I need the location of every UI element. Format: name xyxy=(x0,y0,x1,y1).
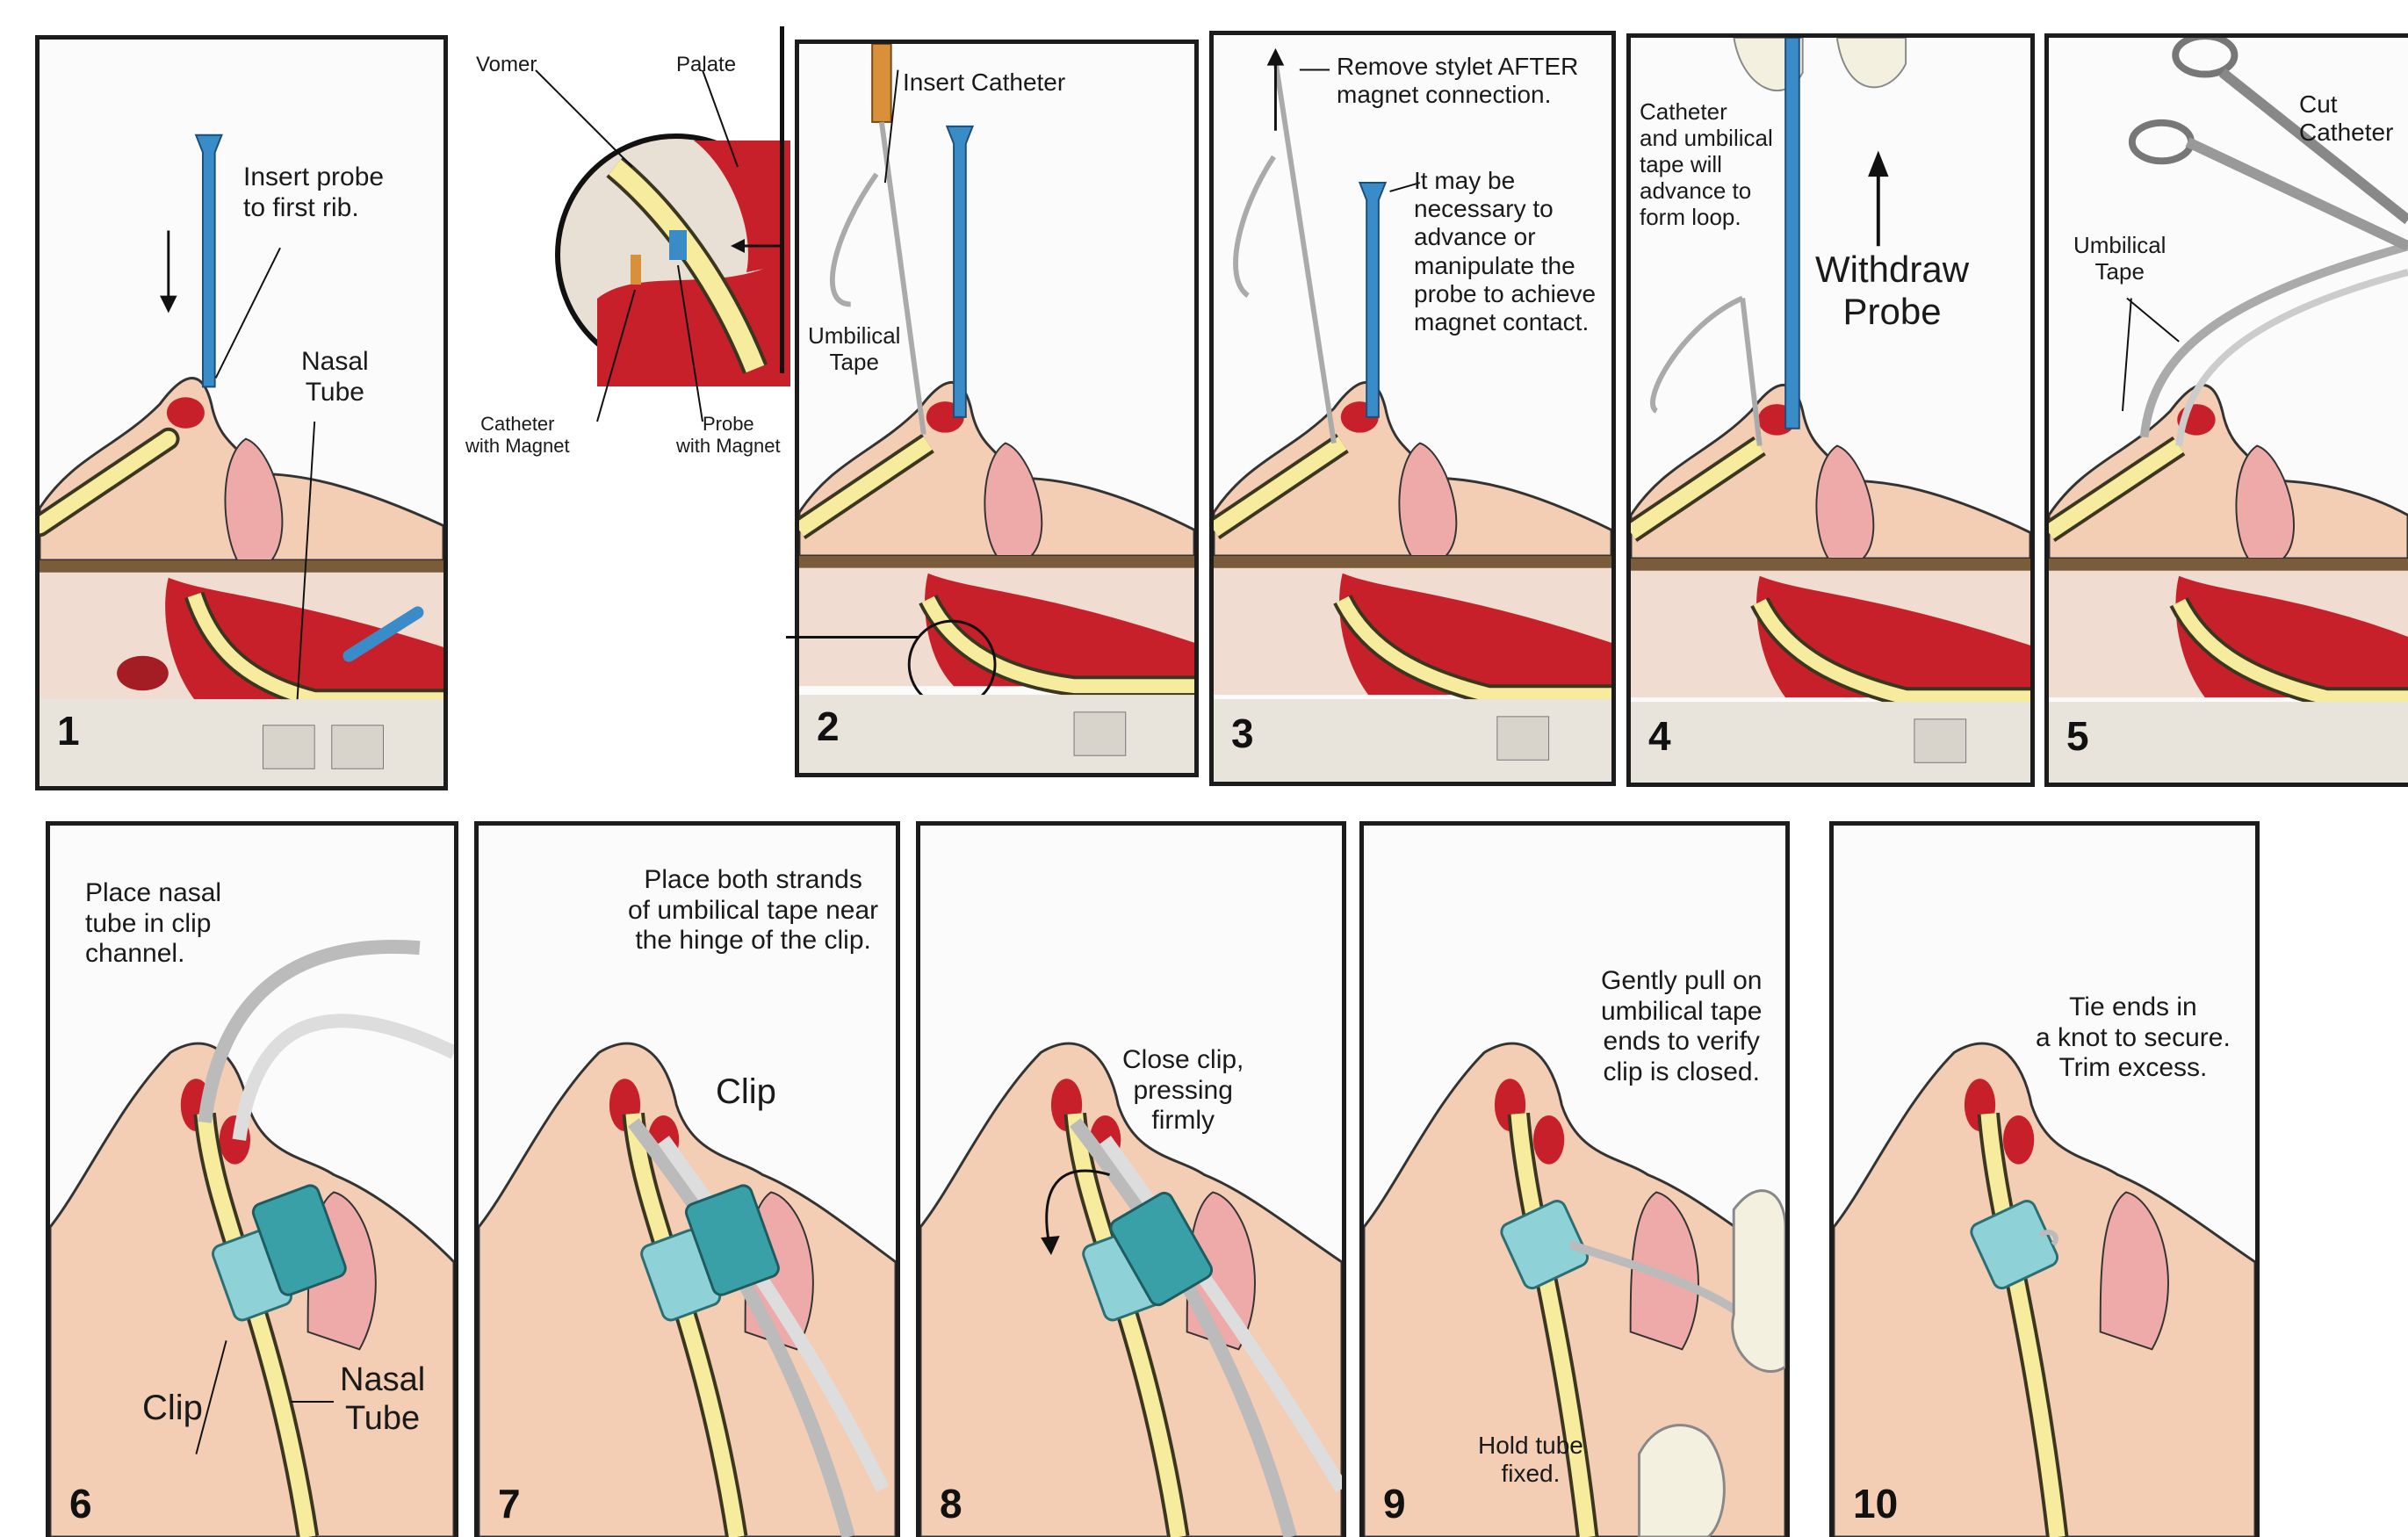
step-2-illustration xyxy=(799,44,1194,773)
clip-label: Clip xyxy=(142,1388,203,1428)
arrow-up-icon xyxy=(1868,150,1888,246)
inset-illustration xyxy=(465,35,790,474)
step-6-number: 6 xyxy=(69,1480,92,1527)
umbilical-tape-icon xyxy=(1653,299,1742,411)
step-4-number: 4 xyxy=(1648,712,1671,760)
step-1-panel: Insert probe to first rib. Nasal Tube 1 xyxy=(35,35,448,790)
probe-magnet-label: Probe with Magnet xyxy=(676,413,781,458)
probe-icon xyxy=(947,126,972,417)
probe-icon xyxy=(196,135,221,387)
step-9-instruction: Gently pull on umbilical tape ends to ve… xyxy=(1601,966,1762,1087)
step-5-illustration xyxy=(2049,38,2408,783)
stylet-icon xyxy=(1275,61,1334,444)
step-3-number: 3 xyxy=(1231,710,1254,757)
step-3-panel: Remove stylet AFTER magnet connection. I… xyxy=(1209,31,1616,786)
remove-stylet-label: Remove stylet AFTER magnet connection. xyxy=(1337,53,1578,109)
step-1-instruction: Insert probe to first rib. xyxy=(243,162,384,223)
arrow-left-icon xyxy=(731,239,783,253)
withdraw-probe-label: Withdraw Probe xyxy=(1815,249,1969,334)
step-1-illustration xyxy=(40,40,443,786)
nasal-tube-label: Nasal Tube xyxy=(301,347,369,408)
step-9-panel: Gently pull on umbilical tape ends to ve… xyxy=(1359,821,1790,1537)
vomer-label: Vomer xyxy=(476,53,537,77)
magnet-detail-inset: Vomer Palate Catheter with Magnet Probe … xyxy=(465,35,790,474)
inset-divider xyxy=(780,26,784,373)
step-8-number: 8 xyxy=(940,1480,962,1527)
step-2-number: 2 xyxy=(817,703,840,750)
lip-icon xyxy=(225,439,282,560)
inset-pointer-line xyxy=(786,636,918,639)
step-6-panel: Place nasal tube in clip channel. Clip N… xyxy=(46,821,458,1537)
probe-icon xyxy=(1785,38,1799,429)
step-9-illustration xyxy=(1364,826,1785,1537)
hold-tube-label: Hold tube fixed. xyxy=(1478,1432,1583,1488)
umbilical-tape-icon xyxy=(833,174,876,304)
step-8-panel: Close clip, pressing firmly 8 xyxy=(916,821,1346,1537)
loop-note: Catheter and umbilical tape will advance… xyxy=(1640,99,1773,230)
umbilical-tape-label: Umbilical Tape xyxy=(808,323,900,376)
cut-catheter-label: Cut Catheter xyxy=(2299,90,2408,147)
step-10-instruction: Tie ends in a knot to secure. Trim exces… xyxy=(2036,992,2231,1084)
catheter-icon xyxy=(872,44,924,435)
catheter-magnet-label: Catheter with Magnet xyxy=(465,413,570,458)
umbilical-tape-label: Umbilical Tape xyxy=(2073,233,2166,285)
step-10-panel: Tie ends in a knot to secure. Trim exces… xyxy=(1829,821,2260,1537)
step-7-instruction: Place both strands of umbilical tape nea… xyxy=(628,865,878,956)
step-9-number: 9 xyxy=(1383,1480,1406,1527)
step-6-instruction: Place nasal tube in clip channel. xyxy=(85,878,221,970)
nasal-tube-label: Nasal Tube xyxy=(340,1361,425,1438)
clip-label: Clip xyxy=(716,1072,776,1112)
palate-label: Palate xyxy=(676,53,736,77)
step-7-number: 7 xyxy=(498,1480,521,1527)
step-2-panel: Insert Catheter Umbilical Tape 2 xyxy=(795,40,1199,777)
step-1-number: 1 xyxy=(57,707,80,754)
probe-icon xyxy=(669,230,687,260)
advance-probe-note: It may be necessary to advance or manipu… xyxy=(1414,167,1596,336)
step-10-illustration xyxy=(1834,826,2255,1537)
step-5-number: 5 xyxy=(2066,712,2089,760)
insert-catheter-label: Insert Catheter xyxy=(903,69,1065,97)
step-8-illustration xyxy=(920,826,1342,1537)
arrow-down-icon xyxy=(160,230,177,313)
step-5-panel: Cut Catheter Umbilical Tape 5 xyxy=(2044,33,2408,787)
catheter-icon xyxy=(631,255,641,285)
step-7-panel: Place both strands of umbilical tape nea… xyxy=(474,821,900,1537)
step-4-panel: Catheter and umbilical tape will advance… xyxy=(1626,33,2035,787)
step-8-instruction: Close clip, pressing firmly xyxy=(1122,1045,1244,1137)
nostril-icon xyxy=(167,397,205,429)
step-10-number: 10 xyxy=(1853,1480,1898,1527)
step-3-illustration xyxy=(1214,35,1611,782)
